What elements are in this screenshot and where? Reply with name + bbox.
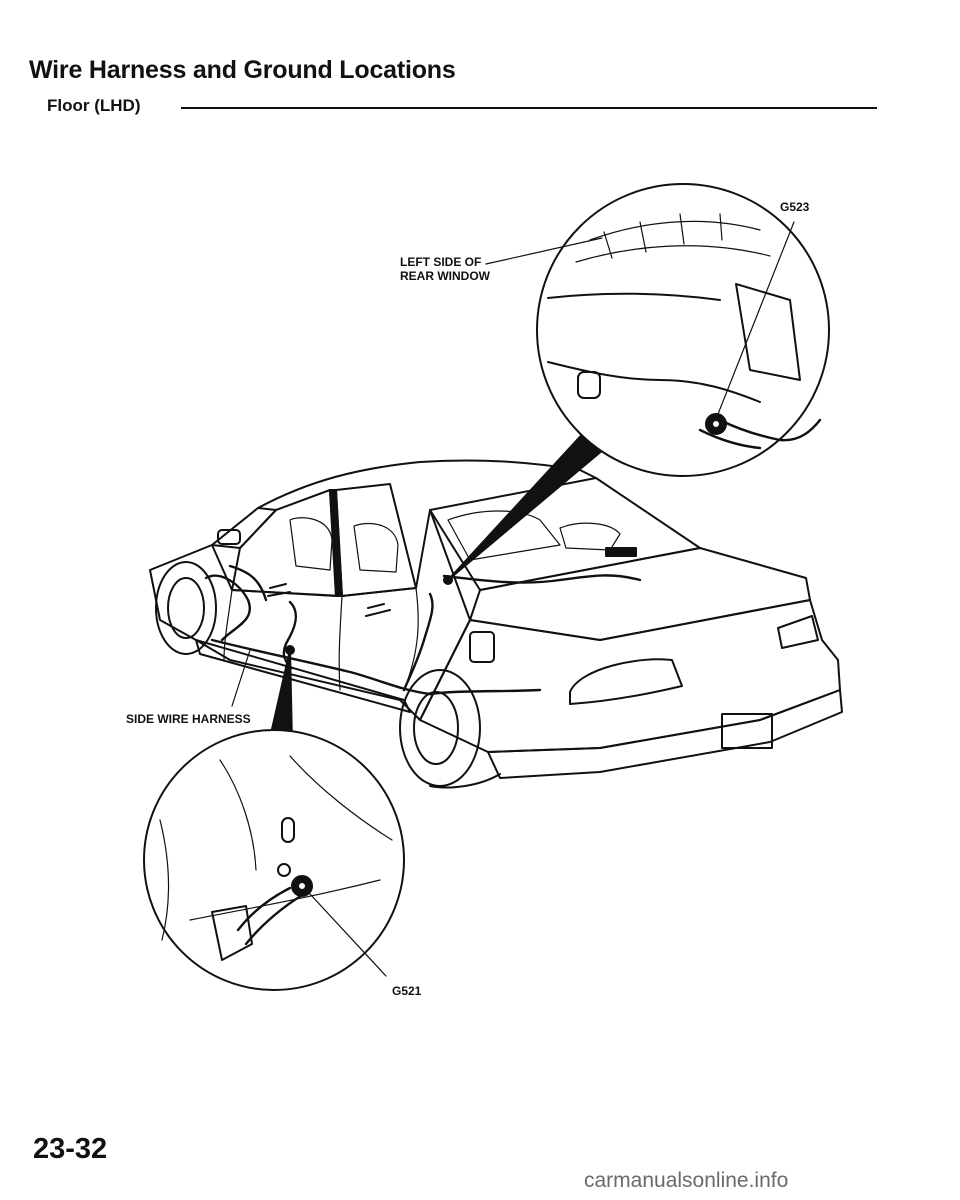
side-harness-leader-line bbox=[231, 649, 251, 707]
car-windshield bbox=[211, 507, 277, 549]
upper-zoom-pillar bbox=[735, 283, 801, 381]
car-seat-rear bbox=[353, 522, 399, 573]
upper-zoom-wire bbox=[718, 418, 822, 442]
g523-leader-line bbox=[717, 221, 795, 415]
car-side-body bbox=[149, 509, 471, 721]
label-g523: G523 bbox=[780, 200, 810, 214]
label-g521: G521 bbox=[392, 984, 422, 998]
page-number: 23-32 bbox=[33, 1133, 108, 1165]
rear-window-leader-line bbox=[485, 237, 603, 265]
harness-front-door-2 bbox=[228, 564, 268, 602]
upper-zoom-trim bbox=[547, 292, 721, 301]
section-subtitle: Floor (LHD) bbox=[47, 96, 141, 115]
label-side-wire-harness: SIDE WIRE HARNESS bbox=[126, 712, 251, 726]
g521-leader-line bbox=[309, 893, 387, 977]
car-seat-front bbox=[289, 517, 333, 571]
lower-zoom-wire-2 bbox=[244, 892, 306, 946]
car-tail-light-left bbox=[569, 658, 683, 705]
harness-front-door bbox=[204, 574, 251, 642]
label-rear-window: LEFT SIDE OF REAR WINDOW bbox=[400, 255, 490, 283]
upper-zoom-wire-2 bbox=[698, 428, 762, 450]
car-front-window bbox=[231, 489, 337, 597]
car-front-wheel bbox=[155, 561, 217, 655]
harness-rocker bbox=[210, 638, 432, 696]
car-rear-tire-bottom bbox=[429, 773, 501, 789]
harness-rear-door bbox=[282, 600, 298, 670]
car-rear-wheel-hub bbox=[413, 691, 459, 765]
lower-zoom-wire bbox=[236, 886, 292, 932]
zoom-circle-lower bbox=[143, 649, 405, 991]
car-rear-body bbox=[419, 599, 841, 753]
car-door-seam-front bbox=[223, 589, 233, 661]
car-door-handle-rear bbox=[365, 603, 391, 617]
lower-zoom-ground-bolt-center bbox=[297, 881, 307, 891]
upper-zoom-ground-bolt-center bbox=[711, 419, 721, 429]
car-front-wheel-hub bbox=[167, 577, 205, 639]
car-fuel-door bbox=[469, 631, 495, 663]
car-brake-light bbox=[605, 547, 637, 557]
lower-zoom-floor-1 bbox=[159, 819, 170, 941]
car-rear-bumper bbox=[487, 689, 843, 779]
page-title: Wire Harness and Ground Locations bbox=[29, 56, 456, 84]
car-rear-wheel bbox=[399, 669, 481, 787]
lower-zoom-floor-4 bbox=[189, 879, 381, 921]
subtitle-rule bbox=[181, 107, 877, 109]
upper-zoom-panel bbox=[547, 361, 761, 403]
zoom-circle-upper bbox=[447, 183, 830, 581]
upper-zoom-glass-2 bbox=[575, 245, 771, 263]
car-roof bbox=[257, 459, 597, 509]
car-trunk-lid bbox=[469, 547, 811, 641]
wire-harness-routing bbox=[204, 564, 642, 696]
car-rear-window-side bbox=[335, 483, 417, 597]
car-door-seam-rear bbox=[338, 595, 343, 691]
lower-zoom-connector bbox=[211, 905, 253, 961]
zoom-circle-lower-ring bbox=[143, 729, 405, 991]
lower-zoom-hole bbox=[277, 863, 291, 877]
upper-zoom-glass-1 bbox=[589, 220, 761, 241]
harness-rear-shelf bbox=[442, 574, 642, 584]
upper-zoom-bracket bbox=[577, 371, 601, 399]
lower-zoom-floor-3 bbox=[289, 755, 393, 841]
harness-rear-quarter bbox=[428, 688, 542, 696]
car-license-plate bbox=[721, 713, 773, 749]
car-side-mirror bbox=[217, 529, 241, 545]
upper-zoom-glass-3 bbox=[603, 213, 723, 259]
car-tail-light-right bbox=[777, 615, 819, 649]
car-door-handle-front bbox=[267, 583, 291, 597]
harness-c-pillar bbox=[402, 592, 434, 692]
lower-zoom-slot bbox=[281, 817, 295, 843]
zoom-pointer-upper bbox=[447, 427, 611, 581]
watermark: carmanualsonline.info bbox=[584, 1169, 789, 1192]
car-headrest bbox=[559, 522, 621, 551]
car-rocker-panel bbox=[195, 639, 411, 713]
lower-zoom-floor-2 bbox=[219, 759, 257, 871]
zoom-circle-upper-ring bbox=[536, 183, 830, 477]
